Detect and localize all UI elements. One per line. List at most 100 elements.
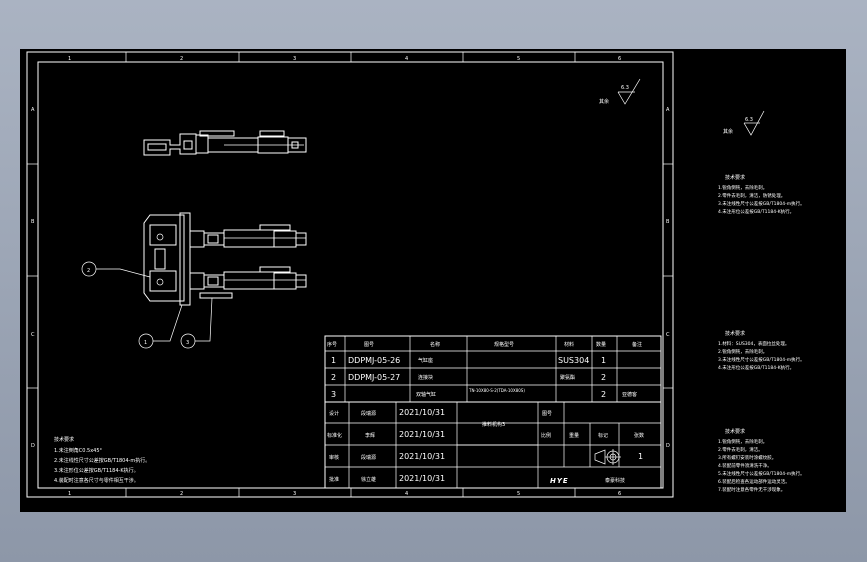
- bom-header-name: 名称: [430, 341, 440, 348]
- balloon-1[interactable]: 1: [138, 304, 183, 349]
- tb-date-1: 2021/10/31: [399, 408, 445, 417]
- projection-symbol-icon: [594, 449, 621, 465]
- bom-row2-no: 2: [331, 373, 336, 382]
- tb-header-mark: 标记: [598, 432, 608, 439]
- tb-name-3: 段瑞源: [361, 454, 376, 461]
- col-label-6-bottom: 6: [618, 491, 621, 497]
- side-notes-3-line-3: 3.所有螺钉安装时涂螺纹胶。: [718, 454, 776, 461]
- tb-name-4: 徐立雄: [361, 476, 376, 483]
- bom-row1-qty: 1: [601, 356, 606, 365]
- side-notes-3-line-6: 6.装配后检查各运动部件运动灵活。: [718, 478, 790, 485]
- row-label-d-right: D: [666, 443, 670, 449]
- tb-part-name: 推料机构3: [482, 421, 505, 428]
- tb-sheet-count: 1: [638, 452, 643, 461]
- row-label-b-right: B: [666, 219, 670, 225]
- roughness-symbol: 其余 6.3: [599, 78, 641, 105]
- bom-header-no: 序号: [327, 341, 337, 348]
- col-label-6: 6: [618, 56, 621, 62]
- row-label-c-right: C: [666, 332, 670, 338]
- balloon-2-label: 2: [87, 268, 90, 274]
- tb-role-4: 批准: [329, 476, 339, 483]
- tech-notes-main: 技术要求 1.未注倒角C0.5x45° 2.未注线性尺寸公差按GB/T1804-…: [54, 436, 150, 484]
- front-view-assembly: [143, 212, 307, 306]
- side-notes-1-line-2: 2.零件去毛刺，清洁，防锈处理。: [718, 192, 785, 199]
- side-notes-3: 技术要求 1.锐角倒钝，去除毛刺。 2.零件去毛刺，清洁。 3.所有螺钉安装时涂…: [718, 428, 805, 493]
- tb-role-3: 审核: [329, 454, 339, 461]
- side-roughness-symbol: 其余 6.3: [723, 110, 765, 136]
- company-name: 泰豪科技: [605, 477, 625, 484]
- tb-header-sheets: 张数: [634, 432, 644, 439]
- bom-row2-qty: 2: [601, 373, 606, 382]
- balloon-3[interactable]: 3: [180, 297, 213, 349]
- side-strip: 其余 6.3 技术要求 1.锐角倒钝，去除毛刺。 2.零件去毛刺，清洁，防锈处理…: [718, 110, 805, 493]
- row-label-c: C: [31, 332, 35, 338]
- balloon-3-label: 3: [186, 340, 189, 346]
- col-label-5: 5: [517, 56, 520, 62]
- tb-name-2: 李辉: [365, 432, 375, 439]
- tech-notes-title: 技术要求: [54, 436, 74, 443]
- tb-date-3: 2021/10/31: [399, 452, 445, 461]
- cad-viewport[interactable]: 1 2 3 4 5 6 1 2 3 4 5 6 A B C D A B C D …: [20, 49, 846, 512]
- side-notes-3-line-4: 4.装配前零件须清洗干净。: [718, 462, 772, 469]
- row-label-a: A: [31, 107, 35, 113]
- side-notes-1-line-1: 1.锐角倒钝，去除毛刺。: [718, 184, 767, 191]
- bom-table: 序号 图号 名称 规格型号 材料 数量 备注 1 DDPMJ-05-26 气缸座…: [324, 335, 662, 403]
- side-notes-1: 技术要求 1.锐角倒钝，去除毛刺。 2.零件去毛刺，清洁，防锈处理。 3.未注线…: [718, 174, 805, 215]
- side-notes-3-line-1: 1.锐角倒钝，去除毛刺。: [718, 438, 767, 445]
- col-label-4-bottom: 4: [405, 491, 408, 497]
- side-notes-1-line-4: 4.未注形位公差按GB/T1184-K执行。: [718, 208, 794, 215]
- tb-header-weight: 重量: [569, 432, 579, 439]
- tb-role-1: 设计: [329, 410, 339, 417]
- bom-row1-code: DDPMJ-05-26: [348, 356, 400, 365]
- col-label-2-bottom: 2: [180, 491, 183, 497]
- bom-header-note: 备注: [632, 341, 642, 348]
- col-label-5-bottom: 5: [517, 491, 520, 497]
- col-label-3-bottom: 3: [293, 491, 296, 497]
- bom-row2-name: 连接块: [418, 374, 433, 381]
- bom-row3-qty: 2: [601, 390, 606, 399]
- zone-ticks: [27, 52, 673, 497]
- row-label-b: B: [31, 219, 35, 225]
- bom-row2-code: DDPMJ-05-27: [348, 373, 400, 382]
- side-notes-1-title: 技术要求: [725, 174, 745, 181]
- bom-header-spec: 规格型号: [494, 341, 514, 348]
- side-notes-2-line-1: 1.材料：SUS304，表面拉丝处理。: [718, 340, 789, 347]
- side-notes-3-line-2: 2.零件去毛刺，清洁。: [718, 446, 763, 453]
- bom-row3-name: 双轴气缸: [416, 391, 436, 398]
- side-roughness-value: 6.3: [745, 117, 753, 123]
- bom-row3-no: 3: [331, 390, 336, 399]
- tb-name-1: 段瑞源: [361, 410, 376, 417]
- tech-note-4: 4.装配时注意各尺寸与零件相互干涉。: [54, 477, 139, 484]
- side-notes-2-title: 技术要求: [725, 330, 745, 337]
- bom-header-qty: 数量: [596, 341, 606, 348]
- side-notes-2-line-3: 3.未注线性尺寸公差按GB/T1804-m执行。: [718, 356, 805, 363]
- side-notes-2-line-4: 4.未注形位公差按GB/T1184-K执行。: [718, 364, 794, 371]
- bom-row1-no: 1: [331, 356, 336, 365]
- tech-note-2: 2.未注线性尺寸公差按GB/T1804-m执行。: [54, 457, 150, 464]
- drawing-canvas: 1 2 3 4 5 6 1 2 3 4 5 6 A B C D A B C D …: [26, 51, 805, 498]
- tech-note-3: 3.未注形位公差按GB/T1184-K执行。: [54, 467, 139, 474]
- row-label-a-right: A: [666, 107, 670, 113]
- side-notes-2: 技术要求 1.材料：SUS304，表面拉丝处理。 2.锐角倒钝，去除毛刺。 3.…: [718, 330, 805, 371]
- tb-header-scale: 比例: [541, 432, 551, 439]
- tb-drawing-no-label: 图号: [542, 411, 552, 417]
- top-view-actuator: [143, 130, 307, 156]
- side-roughness-label: 其余: [723, 128, 733, 135]
- bom-row1-material: SUS304: [558, 356, 589, 365]
- side-notes-2-line-2: 2.锐角倒钝，去除毛刺。: [718, 348, 767, 355]
- tb-role-2: 标准化: [327, 432, 342, 439]
- balloon-1-label: 1: [144, 340, 147, 346]
- bom-row1-name: 气缸座: [418, 357, 433, 364]
- title-block: 设计 标准化 审核 批准 段瑞源 李辉 段瑞源 徐立雄 2021/10/31 2…: [324, 401, 662, 489]
- side-notes-1-line-3: 3.未注线性尺寸公差按GB/T1804-m执行。: [718, 200, 805, 207]
- bom-row3-spec: TN-10X80-S-2(TDA-10X80S): [468, 388, 525, 393]
- side-notes-3-title: 技术要求: [725, 428, 745, 435]
- side-notes-3-line-7: 7.装配时注意各零件无干涉现象。: [718, 486, 785, 493]
- bom-row3-note: 亚德客: [622, 391, 637, 398]
- bom-row2-material: 聚氨酯: [560, 374, 575, 381]
- tb-date-2: 2021/10/31: [399, 430, 445, 439]
- balloon-2[interactable]: 2: [81, 261, 151, 278]
- bom-header-material: 材料: [564, 341, 574, 348]
- bom-header-code: 图号: [364, 342, 374, 348]
- zone-labels: 1 2 3 4 5 6 1 2 3 4 5 6 A B C D A B C D: [31, 56, 670, 497]
